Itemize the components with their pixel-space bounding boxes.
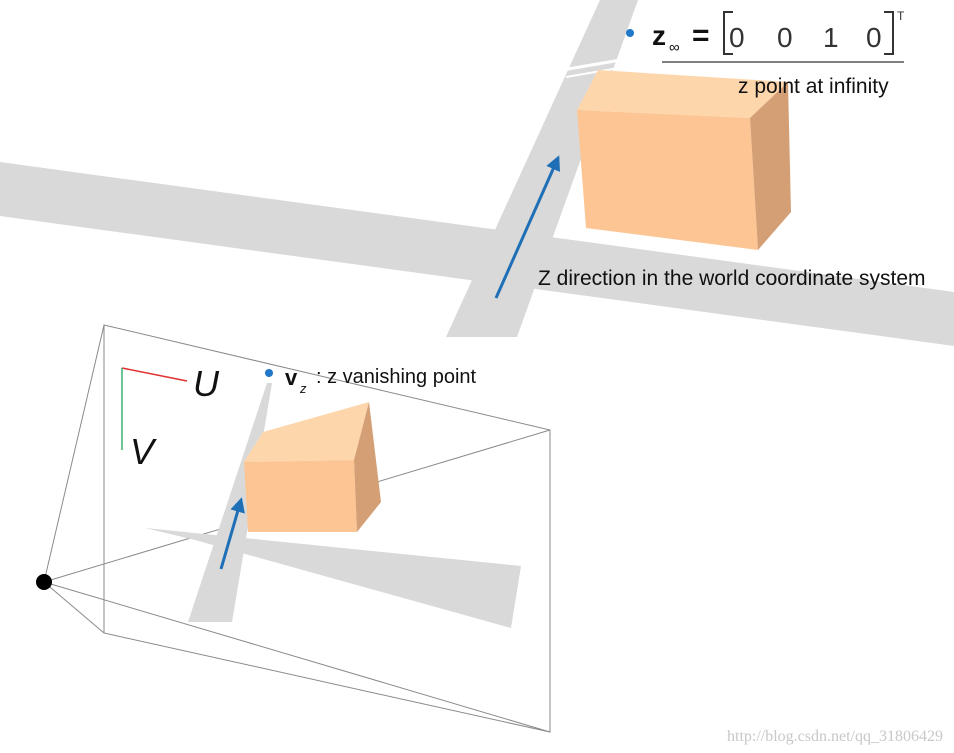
image-scene: v z : z vanishing point (145, 365, 521, 628)
frustum-ray (43, 581, 551, 733)
matrix-entry: 0 (777, 22, 793, 53)
world-z-direction-arrow (494, 155, 560, 299)
equation-bullet (626, 29, 634, 37)
image-box-front-face (244, 460, 357, 532)
infinity-subscript: ∞ (669, 39, 680, 56)
world-box (577, 70, 791, 250)
z-infinity-symbol: z (652, 20, 666, 51)
world-box-side-face (750, 82, 791, 250)
vanishing-point-caption: : z vanishing point (316, 366, 477, 388)
matrix-right-bracket (884, 11, 894, 55)
matrix-left-bracket (723, 11, 733, 55)
u-axis-label: U (193, 363, 220, 404)
world-road-vertical (446, 0, 638, 337)
transpose-superscript: T (897, 9, 905, 23)
point-at-infinity-caption: z point at infinity (738, 75, 889, 98)
image-z-direction-arrow (219, 497, 245, 570)
v-axis-label: V (130, 431, 157, 472)
world-road-edge-line (561, 50, 669, 72)
world-scene: Z direction in the world coordinate syst… (0, 0, 954, 346)
world-box-top-face (577, 70, 788, 118)
camera-center-point (36, 574, 52, 590)
image-road-horizontal (145, 528, 521, 628)
image-road-vertical (188, 383, 272, 622)
image-box (244, 402, 381, 532)
watermark-url: http://blog.csdn.net/qq_31806429 (727, 728, 943, 745)
vanishing-point-symbol: v (285, 365, 298, 390)
equals-sign: = (692, 19, 710, 52)
image-axes: U V (121, 363, 220, 472)
matrix-entry: 1 (823, 22, 839, 53)
vanishing-point-subscript: z (299, 381, 307, 396)
infinity-equation: z ∞ = 0 0 1 0 T z point at infinity (626, 9, 905, 98)
world-road-horizontal (0, 162, 954, 346)
matrix-entry: 0 (866, 22, 882, 53)
u-axis-line (121, 367, 188, 382)
world-road-edge-line (565, 58, 673, 78)
image-box-top-face (244, 402, 369, 462)
image-box-side-face (354, 402, 381, 532)
frustum-ray (43, 324, 105, 583)
matrix-entry: 0 (729, 22, 745, 53)
frustum-ray (43, 581, 105, 634)
z-direction-label: Z direction in the world coordinate syst… (538, 267, 926, 290)
vanishing-point-bullet (265, 369, 273, 377)
world-box-front-face (577, 110, 758, 250)
